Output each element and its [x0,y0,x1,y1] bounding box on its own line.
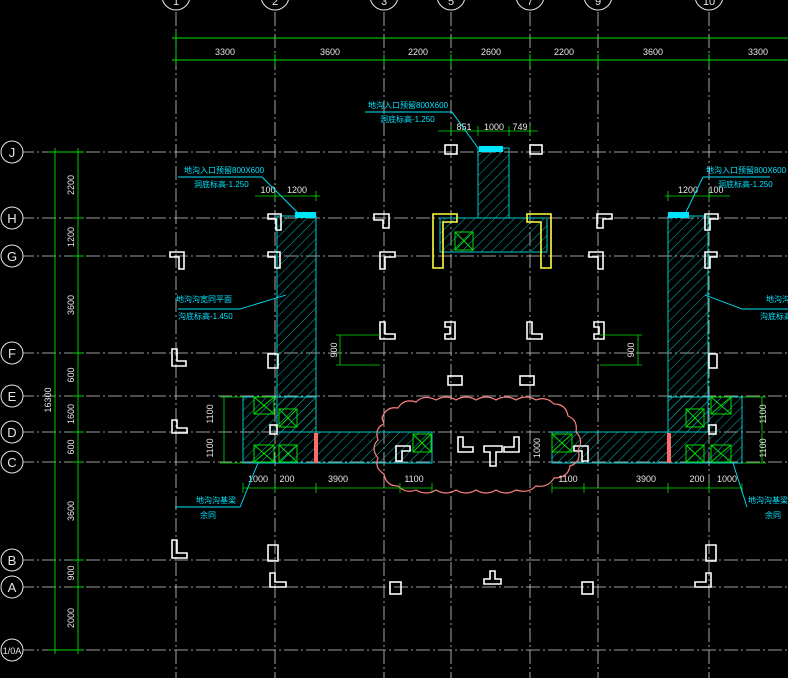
dim-text: 3300 [748,47,768,57]
dim-text: 1200 [287,185,307,195]
annotation-text: 地沟沟基梁 [748,495,788,505]
row-axis-label: E [8,389,17,404]
dim-text: 1100 [205,404,215,423]
col-axis-label: 1 [173,0,179,8]
col-axis-label: 5 [448,0,454,8]
dim-text: 2200 [554,47,574,57]
dim-text: 1000 [248,474,268,484]
row-axis-label: H [7,211,16,226]
row-axis-label: F [8,346,16,361]
dim-text: 600 [66,439,76,454]
annotation-text: 洞底标高-1.250 [194,179,249,189]
dim-text: 749 [512,122,527,132]
row-axis-label: A [8,580,17,595]
dim-text: 1000 [484,122,504,132]
row-axis-label: D [7,425,16,440]
dim-text: 1100 [558,474,577,484]
dim-text: 3600 [66,295,76,315]
top-dimension-lines [172,30,788,66]
trench-entrances [295,146,689,218]
row-axis-label: G [7,249,17,264]
dim-text: 1600 [66,404,76,424]
annotation-text: 洞底标高-1.250 [718,179,773,189]
dim-text: 100 [260,185,275,195]
annotation-text: 地沟入口预留800X600 [368,100,449,110]
sump-pits [253,231,732,463]
col-axis-label: 3 [381,0,387,8]
annotation-text: 地沟沟基梁 [196,495,236,505]
dim-text: 1000 [717,474,737,484]
dim-text: 1200 [678,185,698,195]
dim-text: 900 [66,565,76,580]
dim-text: 1100 [758,404,768,423]
dim-text: 1200 [66,227,76,247]
dim-text: 3900 [636,474,656,484]
col-axis-label: 10 [703,0,715,8]
highlighted-columns [432,213,552,269]
dim-text: 1100 [205,438,215,457]
row-axis-label: C [7,455,16,470]
annotation-text: 地沟沟宽同平面 [176,294,232,304]
dim-text: 2200 [66,175,76,195]
dim-text: 2600 [481,47,501,57]
column-axis-bubbles [162,0,723,11]
dim-text: 100 [708,185,723,195]
annotation-text: 洞底标高-1.250 [380,114,435,124]
internal-dimension-lines [220,126,766,493]
annotation-text: 地沟沟宽同平面 [766,294,788,304]
trench-walls [242,147,743,464]
dim-text: 3900 [328,474,348,484]
dim-text: 3600 [320,47,340,57]
dim-text: 1100 [758,438,768,457]
left-dimension-lines [48,148,84,654]
dim-text: 900 [626,342,636,357]
col-axis-label: 9 [595,0,601,8]
dim-text: 200 [279,474,294,484]
dim-text: 1000 [532,438,542,458]
structural-columns [169,144,719,595]
dim-text: 600 [66,367,76,382]
dim-text: 900 [329,342,339,357]
row-axis-label: 1/0A [3,646,22,656]
annotation-text: 地沟入口预留800X600 [706,165,787,175]
col-axis-label: 7 [527,0,533,8]
row-axis-bubbles [0,140,24,662]
row-axis-label: J [9,145,16,160]
trench-separators [314,433,671,463]
dim-text-total: 16300 [43,387,53,412]
annotation-leaders [175,111,788,508]
annotation-text: 沟底标高-1.450 [178,311,233,321]
col-axis-label: 2 [272,0,278,8]
dim-text: 2200 [408,47,428,57]
annotation-text: 地沟入口预留800X600 [184,165,265,175]
dim-text: 1100 [404,474,423,484]
revision-cloud [373,396,582,494]
annotation-text: 余同 [200,510,216,520]
annotation-text: 沟底标高-1.450 [760,311,788,321]
dim-text: 3300 [215,47,235,57]
row-axis-label: B [8,553,17,568]
annotation-text: 余同 [765,510,781,520]
dim-text: 200 [689,474,704,484]
dim-text: 851 [456,122,471,132]
dim-text: 2000 [66,608,76,628]
dim-text: 3600 [66,501,76,521]
dim-text: 3600 [643,47,663,57]
